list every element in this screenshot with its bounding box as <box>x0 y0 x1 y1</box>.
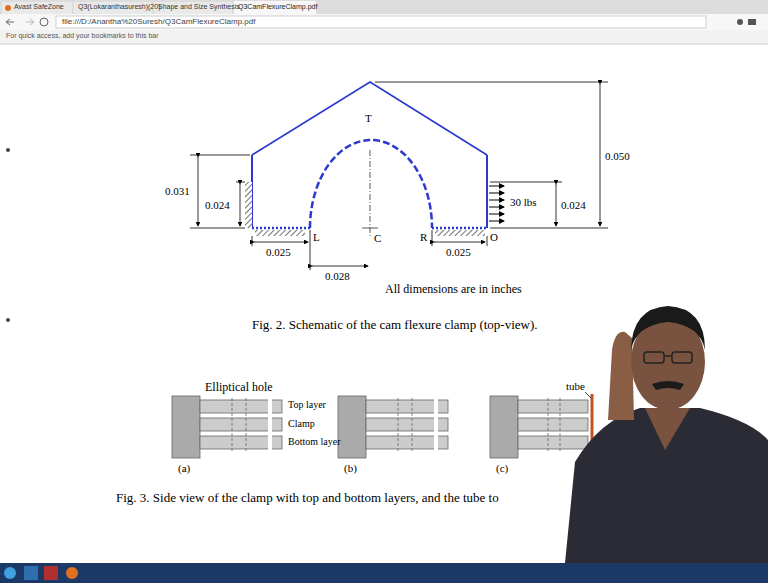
dimension: 0.024 <box>561 199 586 212</box>
point-label: O <box>490 231 498 244</box>
part-name: tube <box>566 380 585 393</box>
subfigure-label: (a) <box>178 462 190 475</box>
point-label: T <box>365 112 372 125</box>
part-name: Top layer <box>288 399 326 411</box>
part-name: Elliptical hole <box>205 381 273 395</box>
note: All dimensions are in inches <box>385 283 522 297</box>
point-label: R <box>420 231 427 244</box>
figure-caption: Fig. 2. Schematic of the cam flexure cla… <box>252 318 538 333</box>
browser-tab: Q3CamFlexureClamp.pdf <box>238 3 317 11</box>
dimension: 0.050 <box>605 150 630 163</box>
dimension: 0.024 <box>205 199 230 212</box>
point-label: L <box>313 231 320 244</box>
load-label: 30 lbs <box>510 196 537 209</box>
browser-tab: Avast SafeZone <box>14 3 64 11</box>
dimension: 0.025 <box>446 246 471 259</box>
subfigure-label: (c) <box>496 462 508 475</box>
subfigure-label: (b) <box>344 462 357 475</box>
dimension: 0.028 <box>325 270 350 283</box>
address-url: file:///D:/Anantha%20Suresh/Q3CamFlexure… <box>62 17 255 26</box>
dimension: 0.025 <box>266 246 291 259</box>
bookmarks-hint: For quick access, add your bookmarks to … <box>6 32 159 40</box>
part-name: Bottom layer <box>288 436 341 448</box>
part-name: Clamp <box>288 418 315 430</box>
point-label: C <box>374 232 381 245</box>
browser-tab: Shape and Size Synthesis <box>158 3 240 11</box>
browser-tab: Q3(Lokaranthasuresh)(20) <box>78 3 161 11</box>
dimension: 0.031 <box>165 185 190 198</box>
figure-caption: Fig. 3. Side view of the clamp with top … <box>116 491 499 506</box>
